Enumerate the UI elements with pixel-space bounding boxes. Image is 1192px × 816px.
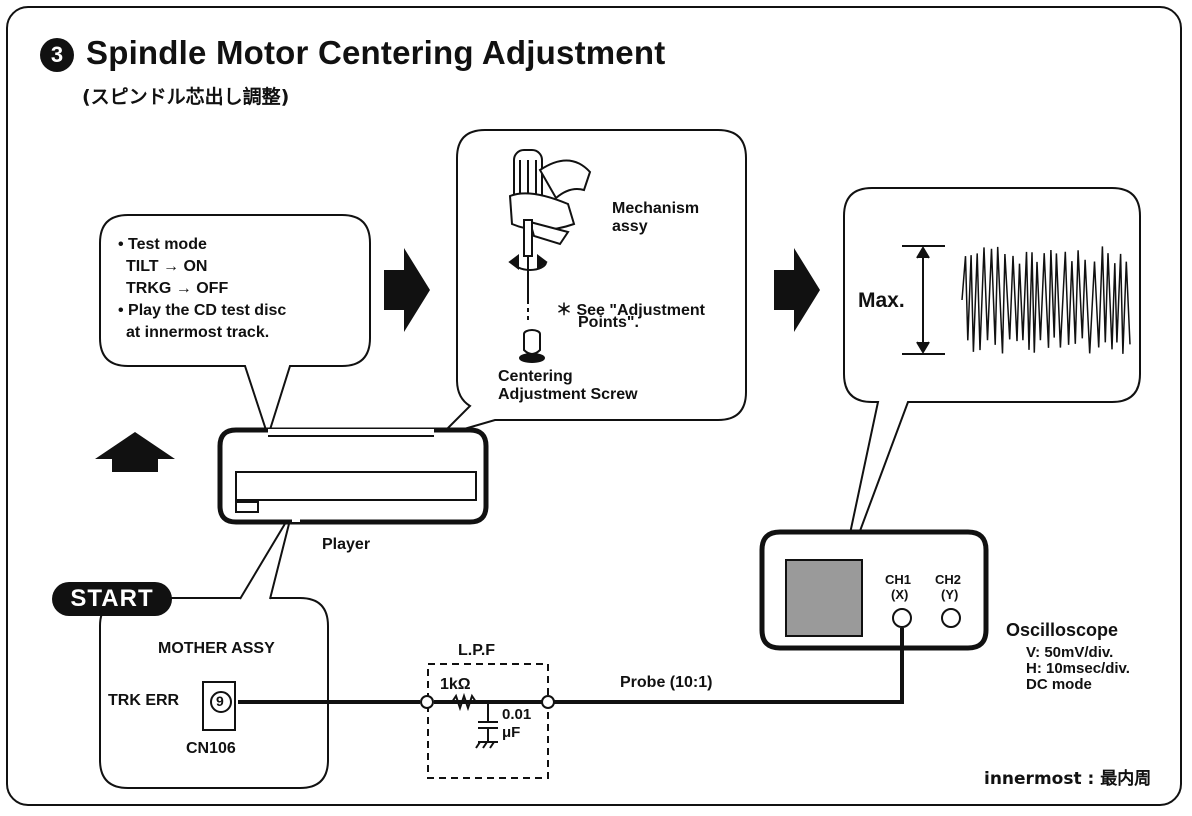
ch2-axis-label: (Y) bbox=[941, 587, 959, 602]
resistor-symbol bbox=[451, 692, 477, 712]
oscilloscope-label: Oscilloscope bbox=[1006, 620, 1119, 640]
test-mode-line-3: TRKG → OFF bbox=[126, 280, 229, 297]
trk-err-label: TRK ERR bbox=[108, 692, 180, 709]
resistor-value: 1kΩ bbox=[440, 676, 471, 693]
ch2-label: CH2 bbox=[935, 572, 962, 587]
player-illustration bbox=[217, 427, 489, 525]
mechanism-label-1: Mechanism bbox=[612, 200, 700, 217]
footnote: innermost : 最内周 bbox=[984, 769, 1152, 789]
mother-assy-title: MOTHER ASSY bbox=[158, 640, 275, 657]
oscilloscope-illustration bbox=[759, 529, 989, 651]
page-title: Spindle Motor Centering Adjustment bbox=[86, 34, 666, 71]
pin-9-circle bbox=[210, 691, 232, 713]
arrow-up bbox=[95, 432, 175, 472]
mother-assy-bubble-tail bbox=[239, 511, 293, 600]
connector-label: CN106 bbox=[186, 740, 236, 757]
test-mode-line-1: • Test mode bbox=[118, 236, 207, 253]
waveform-display bbox=[902, 245, 1131, 355]
screw-label-2: Adjustment Screw bbox=[498, 386, 638, 403]
diagram-frame bbox=[6, 6, 1182, 806]
test-mode-line-4: • Play the CD test disc bbox=[118, 302, 287, 319]
max-label: Max. bbox=[858, 289, 905, 312]
screwdriver-illustration bbox=[508, 149, 592, 363]
lpf-title: L.P.F bbox=[458, 642, 496, 659]
mechanism-label-2: assy bbox=[612, 218, 648, 235]
ch1-axis-label: (X) bbox=[891, 587, 909, 602]
waveform-bubble bbox=[837, 187, 1141, 591]
test-mode-line-2: TILT → ON bbox=[126, 258, 208, 275]
page-subtitle: (スピンドル芯出し調整) bbox=[82, 86, 290, 108]
test-mode-line-5: at innermost track. bbox=[126, 324, 270, 341]
step-number-badge: 3 bbox=[40, 38, 74, 72]
adjustment-note-2: Points". bbox=[578, 314, 639, 331]
setting-mode: DC mode bbox=[1026, 676, 1092, 693]
lpf-box bbox=[427, 663, 549, 779]
screw-label-1: Centering bbox=[498, 368, 573, 385]
ch1-label: CH1 bbox=[885, 572, 912, 587]
pin-number: 9 bbox=[216, 693, 224, 709]
setting-vertical: V: 50mV/div. bbox=[1026, 644, 1114, 661]
setting-horizontal: H: 10msec/div. bbox=[1026, 660, 1130, 677]
capacitor-value-1: 0.01 bbox=[502, 706, 532, 723]
player-label: Player bbox=[322, 536, 371, 553]
adjustment-note-1: ＊ See "Adjustment bbox=[556, 302, 705, 319]
capacitor-symbol bbox=[475, 702, 498, 749]
start-badge: START bbox=[52, 582, 172, 616]
lpf-input-node bbox=[420, 695, 434, 709]
probe-label: Probe (10:1) bbox=[620, 674, 713, 691]
capacitor-value-2: μF bbox=[502, 724, 521, 741]
arrow-right-2 bbox=[774, 248, 820, 332]
arrow-right-1 bbox=[384, 248, 430, 332]
lpf-output-node bbox=[541, 695, 555, 709]
